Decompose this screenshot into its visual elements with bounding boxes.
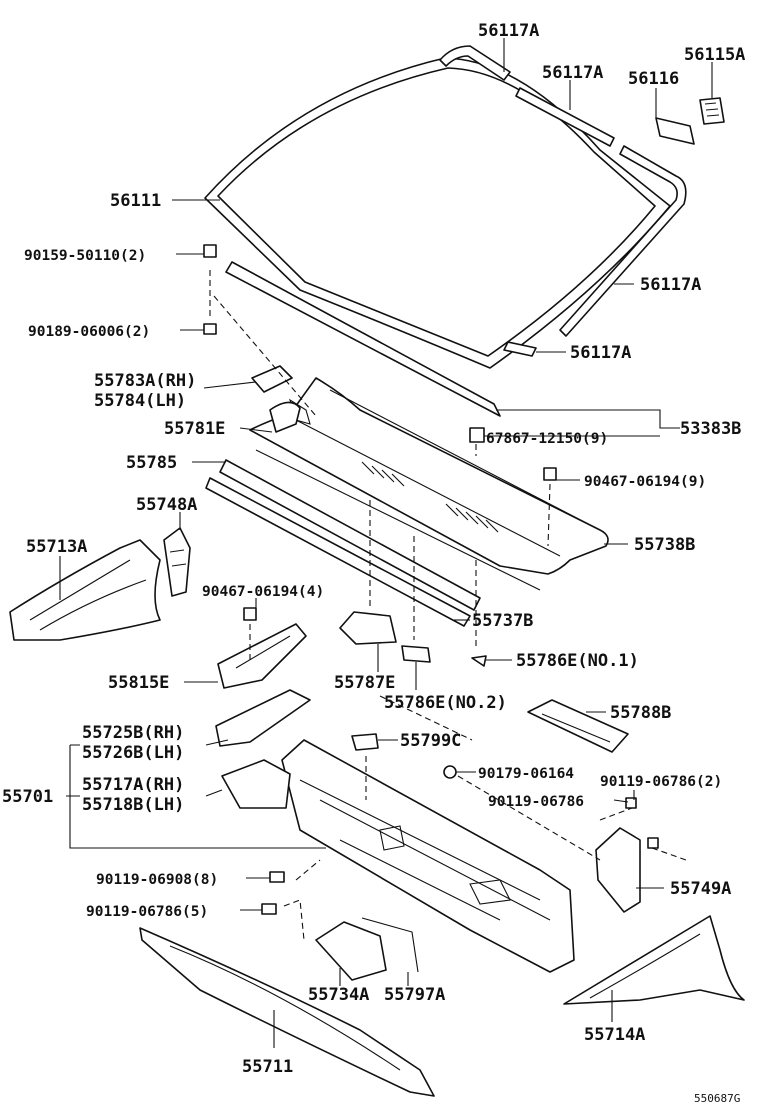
bracket-55815e xyxy=(217,623,307,689)
label-90467-9: 90467-06194(9) xyxy=(584,474,706,490)
label-67867: 67867-12150(9) xyxy=(486,431,608,447)
label-53383b: 53383B xyxy=(680,419,741,439)
label-55797a: 55797A xyxy=(384,985,445,1005)
diagram-code: 550687G xyxy=(694,1092,740,1105)
label-90467-4: 90467-06194(4) xyxy=(202,584,324,600)
label-56115a: 56115A xyxy=(684,45,745,65)
label-55711: 55711 xyxy=(242,1057,293,1077)
assembly-dashed-lines xyxy=(209,270,687,941)
windshield-glass xyxy=(204,57,671,369)
bracket-55725b xyxy=(215,689,311,747)
label-55783a: 55783A(RH) xyxy=(94,371,196,391)
label-56117a-top: 56117A xyxy=(478,21,539,41)
side-bracket-left xyxy=(163,527,191,597)
label-55815e: 55815E xyxy=(108,673,169,693)
label-56116: 56116 xyxy=(628,69,679,89)
seal-55787e xyxy=(339,611,487,667)
cowl-lower-member xyxy=(139,927,435,1097)
label-56111: 56111 xyxy=(110,191,161,211)
label-90119-single: 90119-06786 xyxy=(488,794,584,810)
label-55786e-no2: 55786E(NO.2) xyxy=(384,693,507,713)
label-55734a: 55734A xyxy=(308,985,369,1005)
label-56117a-low: 56117A xyxy=(570,343,631,363)
label-55725b: 55725B(RH) xyxy=(82,723,184,743)
dash-panel-main xyxy=(221,739,575,973)
label-55787e: 55787E xyxy=(334,673,395,693)
label-90119-2: 90119-06786(2) xyxy=(600,774,722,790)
label-55799c: 55799C xyxy=(400,731,461,751)
moulding-clip-parts xyxy=(655,97,725,145)
label-55738b: 55738B xyxy=(634,535,695,555)
part-labels: 56117A 56117A 56116 56115A 56111 90159-5… xyxy=(2,21,745,1105)
label-55781e: 55781E xyxy=(164,419,225,439)
windshield-moulding xyxy=(225,45,687,417)
label-55737b: 55737B xyxy=(472,611,533,631)
leader-lines xyxy=(59,38,713,1048)
fender-apron-left xyxy=(9,539,161,641)
label-55701: 55701 xyxy=(2,787,53,807)
label-55785: 55785 xyxy=(126,453,177,473)
label-55718b: 55718B(LH) xyxy=(82,795,184,815)
label-90189: 90189-06006(2) xyxy=(28,324,150,340)
label-55788b: 55788B xyxy=(610,703,671,723)
label-90179: 90179-06164 xyxy=(478,766,574,782)
cowl-panel-bars xyxy=(205,449,541,627)
cowl-side-brackets xyxy=(251,365,301,433)
label-55786e-no1: 55786E(NO.1) xyxy=(516,651,639,671)
label-90119-5: 90119-06786(5) xyxy=(86,904,208,920)
label-55784: 55784(LH) xyxy=(94,391,186,411)
bracket-55749a xyxy=(595,827,641,913)
label-55717a: 55717A(RH) xyxy=(82,775,184,795)
label-56117a-mid: 56117A xyxy=(542,63,603,83)
label-55714a: 55714A xyxy=(584,1025,645,1045)
label-55713a: 55713A xyxy=(26,537,87,557)
label-90119-8: 90119-06908(8) xyxy=(96,872,218,888)
label-55749a: 55749A xyxy=(670,879,731,899)
cowl-top-louver xyxy=(249,377,609,575)
fastener-clips xyxy=(203,244,659,915)
label-90159: 90159-50110(2) xyxy=(24,248,146,264)
label-56117a-right: 56117A xyxy=(640,275,701,295)
insulator-55734a xyxy=(315,917,419,981)
fender-apron-right xyxy=(563,915,745,1005)
seal-55788b xyxy=(527,699,629,753)
label-55726b: 55726B(LH) xyxy=(82,743,184,763)
label-55748a: 55748A xyxy=(136,495,197,515)
